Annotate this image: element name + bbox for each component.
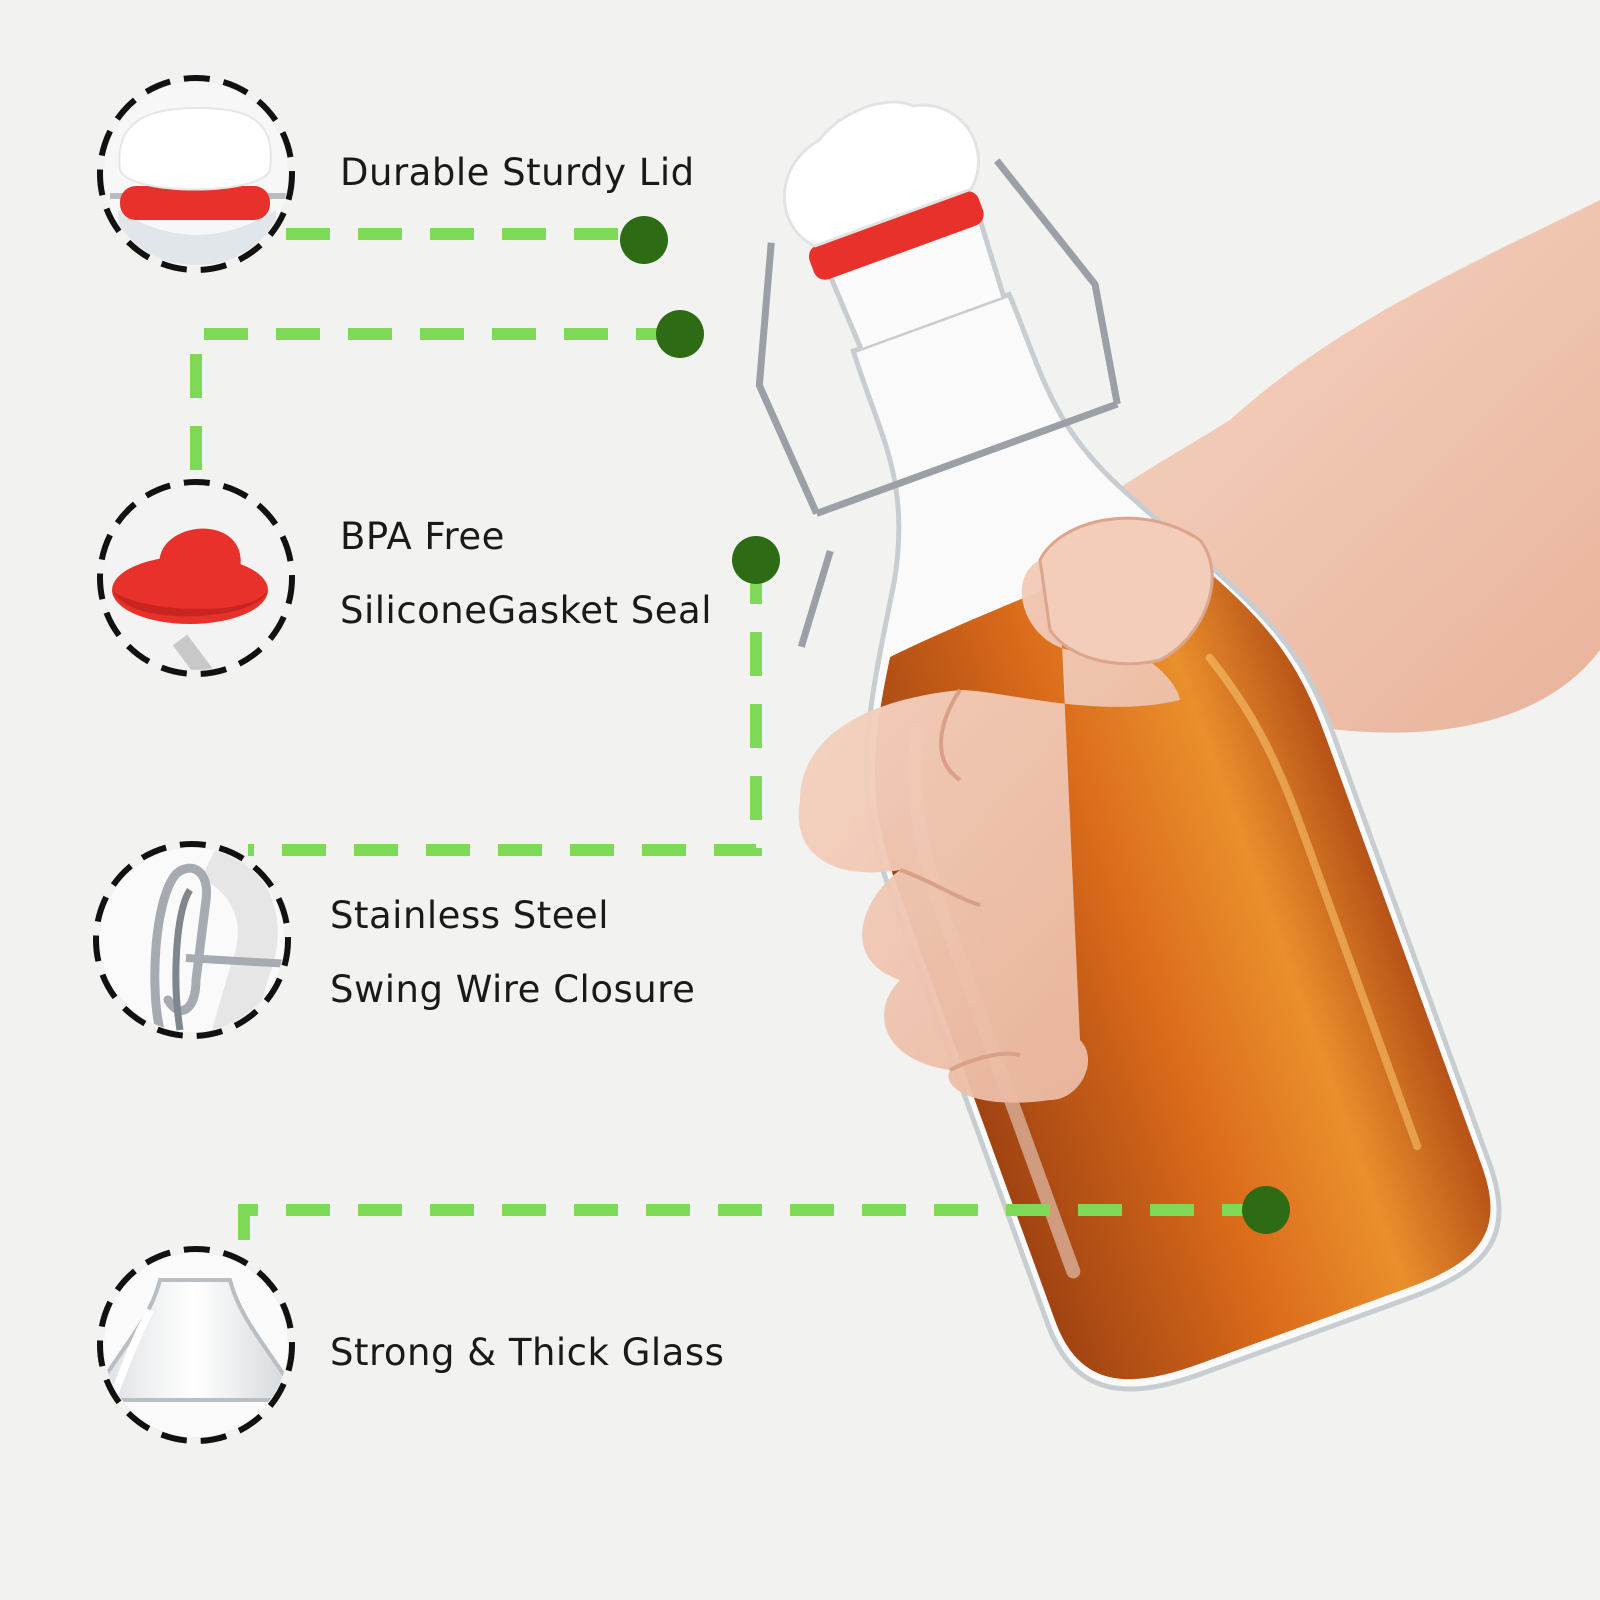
callout-dots bbox=[620, 216, 1290, 1234]
feature-label-swing-wire-line2: Swing Wire Closure bbox=[330, 968, 696, 1011]
callout-line-glass bbox=[238, 1204, 1266, 1262]
callout-dot-glass bbox=[1242, 1186, 1290, 1234]
swing-wire-icon bbox=[93, 841, 291, 1039]
callout-dot-swing-wire bbox=[732, 536, 780, 584]
hand-holding-bottle bbox=[755, 100, 1600, 1392]
feature-label-glass: Strong & Thick Glass bbox=[330, 1331, 725, 1374]
bottle-lid bbox=[783, 100, 980, 248]
callout-line-gasket bbox=[190, 328, 680, 474]
callout-dot-gasket bbox=[656, 310, 704, 358]
bottle-gasket bbox=[808, 191, 984, 280]
feature-label-lid: Durable Sturdy Lid bbox=[340, 151, 695, 194]
hand-thumb bbox=[1038, 516, 1214, 666]
callout-line-swing-wire bbox=[248, 560, 762, 856]
glass-icon bbox=[97, 1246, 295, 1444]
gasket-icon bbox=[97, 479, 295, 677]
hand-fingers bbox=[798, 560, 1180, 1103]
callout-lines bbox=[190, 228, 1266, 1262]
feature-label-swing-wire-line1: Stainless Steel bbox=[330, 894, 610, 937]
lid-icon bbox=[97, 75, 295, 273]
feature-label-gasket-line1: BPA Free bbox=[340, 515, 505, 558]
callout-dot-lid bbox=[620, 216, 668, 264]
feature-label-gasket-line2: SiliconeGasket Seal bbox=[340, 589, 712, 632]
bottle-swing-wire bbox=[755, 158, 1121, 648]
